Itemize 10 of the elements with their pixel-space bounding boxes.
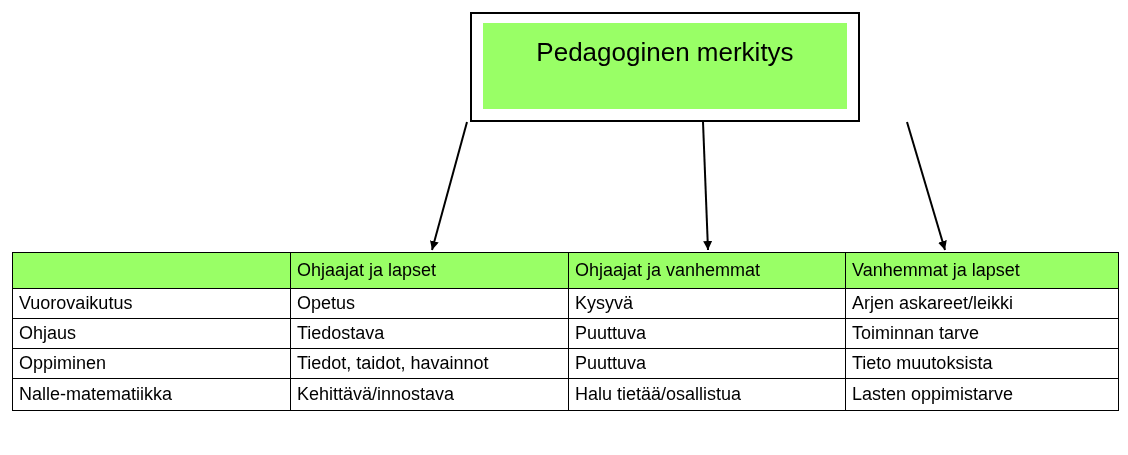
arrow	[906, 121, 947, 251]
arrow	[430, 121, 468, 251]
header-cell: Ohjaajat ja lapset	[290, 252, 569, 289]
title-text: Pedagoginen merkitys	[483, 23, 847, 109]
table-cell: Lasten oppimistarve	[845, 378, 1119, 411]
arrow	[702, 121, 713, 251]
header-cell: Ohjaajat ja vanhemmat	[568, 252, 846, 289]
title-box	[470, 12, 860, 122]
header-cell: Vanhemmat ja lapset	[845, 252, 1119, 289]
table-cell: Nalle-matematiikka	[12, 378, 291, 411]
